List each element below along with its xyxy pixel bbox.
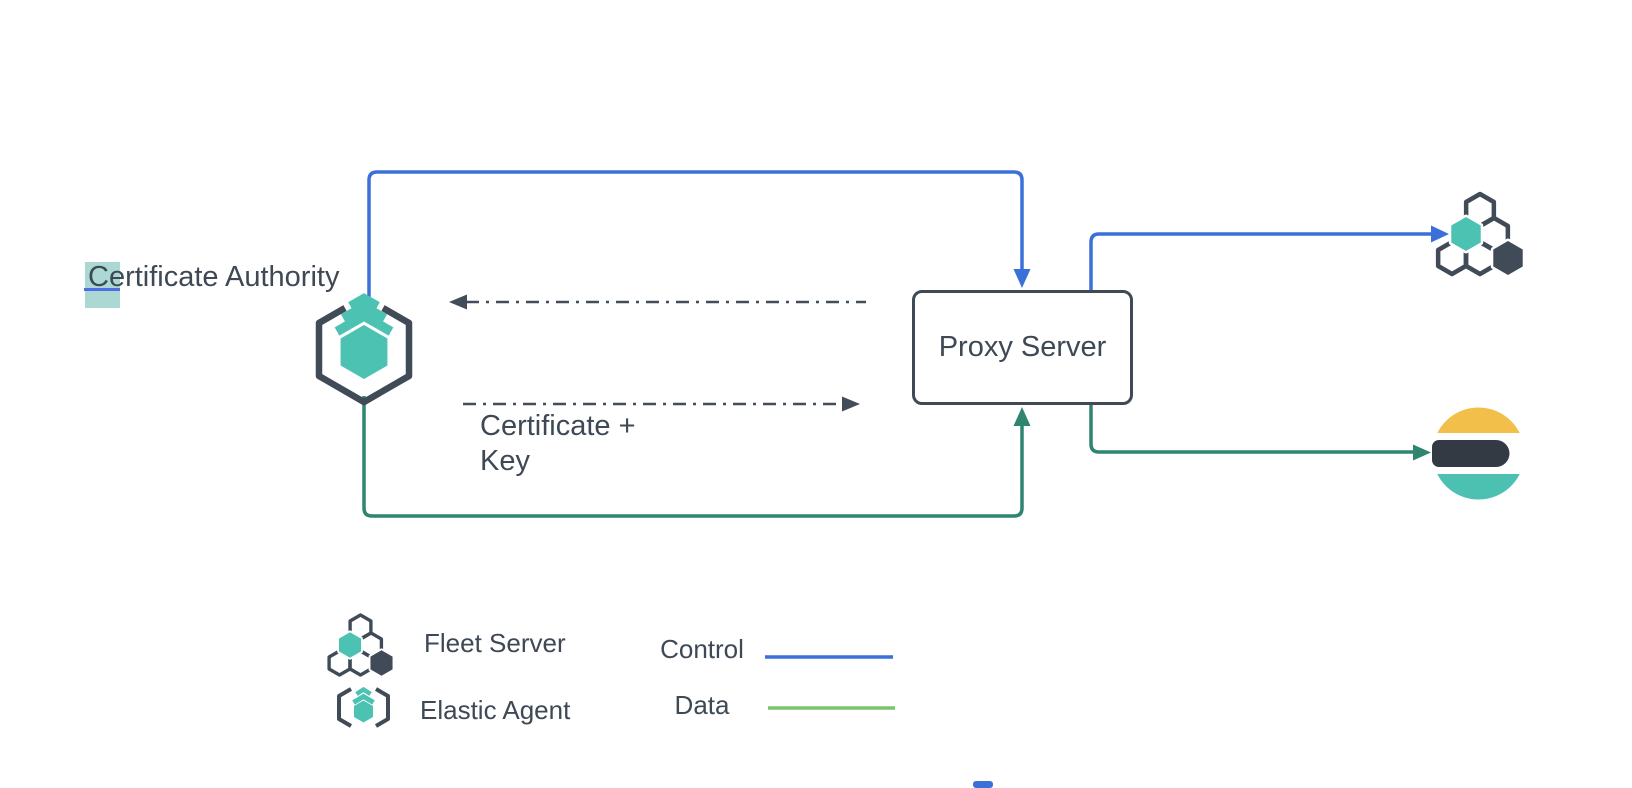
edge-dashdot-right[interactable] — [463, 396, 860, 412]
agent-hexagon — [340, 325, 388, 379]
elasticsearch-middle-dark — [1432, 440, 1510, 467]
text-caret-underline — [84, 288, 120, 291]
agent-bracket-right — [374, 687, 390, 728]
legend-fleet-server-label: Fleet Server — [424, 628, 566, 658]
cut-off-blue-element — [973, 781, 993, 788]
edge-data-proxy-to-elasticsearch[interactable] — [1089, 405, 1431, 461]
arrowhead-left — [449, 294, 467, 310]
proxy-server-label: Proxy Server — [938, 331, 1107, 363]
certificate-key-label[interactable]: Certificate + Key — [480, 410, 636, 477]
legend-control-label: Control — [660, 634, 744, 664]
edge-dashdot-left[interactable] — [449, 294, 866, 310]
agent-bracket-left — [337, 687, 353, 728]
elasticsearch-logo[interactable] — [1432, 407, 1520, 500]
legend-elastic-agent-icon[interactable] — [337, 686, 390, 728]
legend-data-label: Data — [674, 690, 730, 720]
elastic-agent-icon[interactable] — [315, 293, 413, 406]
elasticsearch-top-yellow — [1437, 407, 1520, 433]
edge-control-agent-to-proxy[interactable] — [367, 170, 1031, 300]
legend-elastic-agent-label: Elastic Agent — [420, 695, 571, 725]
arrowhead-up — [1013, 407, 1031, 426]
arrowhead-right — [842, 396, 860, 412]
edge-data-agent-to-proxy[interactable] — [362, 396, 1031, 518]
connector-line — [1089, 405, 1416, 454]
connector-line — [1089, 232, 1433, 290]
agent-hexagon-frame — [315, 305, 413, 406]
connector-line — [367, 170, 1024, 300]
agent-chevron-1 — [334, 310, 394, 336]
text-selection-highlight — [85, 262, 120, 308]
fleet-server-icon[interactable] — [1438, 194, 1523, 275]
agent-chevron-3 — [348, 293, 380, 309]
legend-fleet-server-icon[interactable] — [327, 613, 395, 678]
elasticsearch-bottom-teal — [1437, 474, 1520, 500]
agent-hexagon — [354, 700, 373, 723]
certificate-authority-label[interactable]: Certificate Authority — [88, 261, 340, 293]
edge-control-proxy-to-fleet[interactable] — [1089, 225, 1449, 291]
arrowhead-right — [1413, 444, 1431, 461]
agent-chevron-1 — [352, 693, 375, 705]
arrowhead-right — [1431, 225, 1449, 243]
proxy-server-node[interactable]: Proxy Server — [912, 290, 1133, 405]
connector-line — [362, 396, 1024, 518]
arrowhead-down — [1013, 269, 1031, 288]
agent-chevron-2 — [340, 301, 388, 322]
agent-chevron-2 — [355, 686, 372, 696]
